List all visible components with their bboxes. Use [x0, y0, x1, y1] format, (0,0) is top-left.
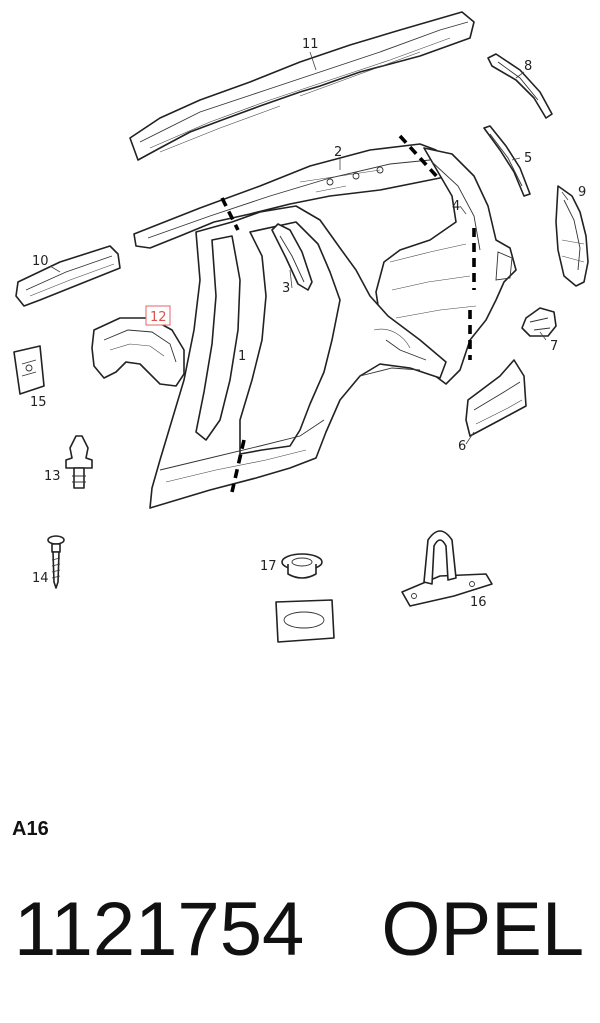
callout-7[interactable]: 7	[550, 339, 558, 354]
part-12-wheel-arch-liner[interactable]	[91, 317, 185, 387]
part-footer: 1121754 OPEL	[14, 892, 584, 968]
callout-15[interactable]: 15	[30, 395, 47, 410]
callout-12[interactable]: 12	[150, 310, 167, 325]
leader-lines	[49, 51, 569, 445]
part-14-screw[interactable]	[47, 535, 65, 589]
callout-16[interactable]: 16	[470, 595, 487, 610]
part-16-tie-down-loop[interactable]	[401, 530, 493, 607]
callout-8[interactable]: 8	[524, 59, 532, 74]
callout-14[interactable]: 14	[32, 571, 49, 586]
callout-3[interactable]: 3	[282, 281, 290, 296]
part-5-arc-strip[interactable]	[483, 125, 531, 197]
callout-9[interactable]: 9	[578, 185, 586, 200]
diagram-code: A16	[12, 818, 49, 840]
part-number: 1121754	[14, 887, 305, 972]
part-6-rocker-extension[interactable]	[465, 359, 527, 437]
part-9-rear-pillar-bracket[interactable]	[555, 185, 589, 287]
part-1-side-panel[interactable]	[149, 205, 447, 509]
part-7-small-bracket[interactable]	[521, 307, 557, 337]
part-11-roof-rail[interactable]	[129, 11, 475, 161]
callout-1[interactable]: 1	[238, 349, 246, 364]
part-8-arc-reinforcement[interactable]	[487, 53, 553, 119]
callout-labels: 1 2 3 4 5 6 7 8 9 10 11 12 13 14 15 16 1…	[30, 37, 586, 610]
part-4-rear-quarter-inner[interactable]	[375, 147, 517, 385]
part-2-upper-side-frame[interactable]	[133, 143, 449, 249]
callout-4[interactable]: 4	[452, 199, 460, 214]
callout-6[interactable]: 6	[458, 439, 466, 454]
part-10-reinforcement-panel[interactable]	[15, 245, 121, 307]
part-15-clip[interactable]	[13, 345, 45, 395]
part-13-push-fastener[interactable]	[65, 435, 93, 489]
callout-2[interactable]: 2	[334, 145, 342, 160]
callout-13[interactable]: 13	[44, 469, 61, 484]
cut-lines	[220, 134, 476, 493]
part-3-window-seal[interactable]	[271, 223, 313, 291]
brand-name: OPEL	[381, 887, 585, 972]
parts-exploded-diagram: 1 2 3 4 5 6 7 8 9 10 11 12 13 14 15 16 1…	[13, 11, 589, 643]
callout-10[interactable]: 10	[32, 254, 49, 269]
part-17-grommet[interactable]	[275, 553, 335, 643]
callout-17[interactable]: 17	[260, 559, 277, 574]
callout-12-highlight-box	[145, 305, 171, 326]
callout-11[interactable]: 11	[302, 37, 319, 52]
callout-5[interactable]: 5	[524, 151, 532, 166]
